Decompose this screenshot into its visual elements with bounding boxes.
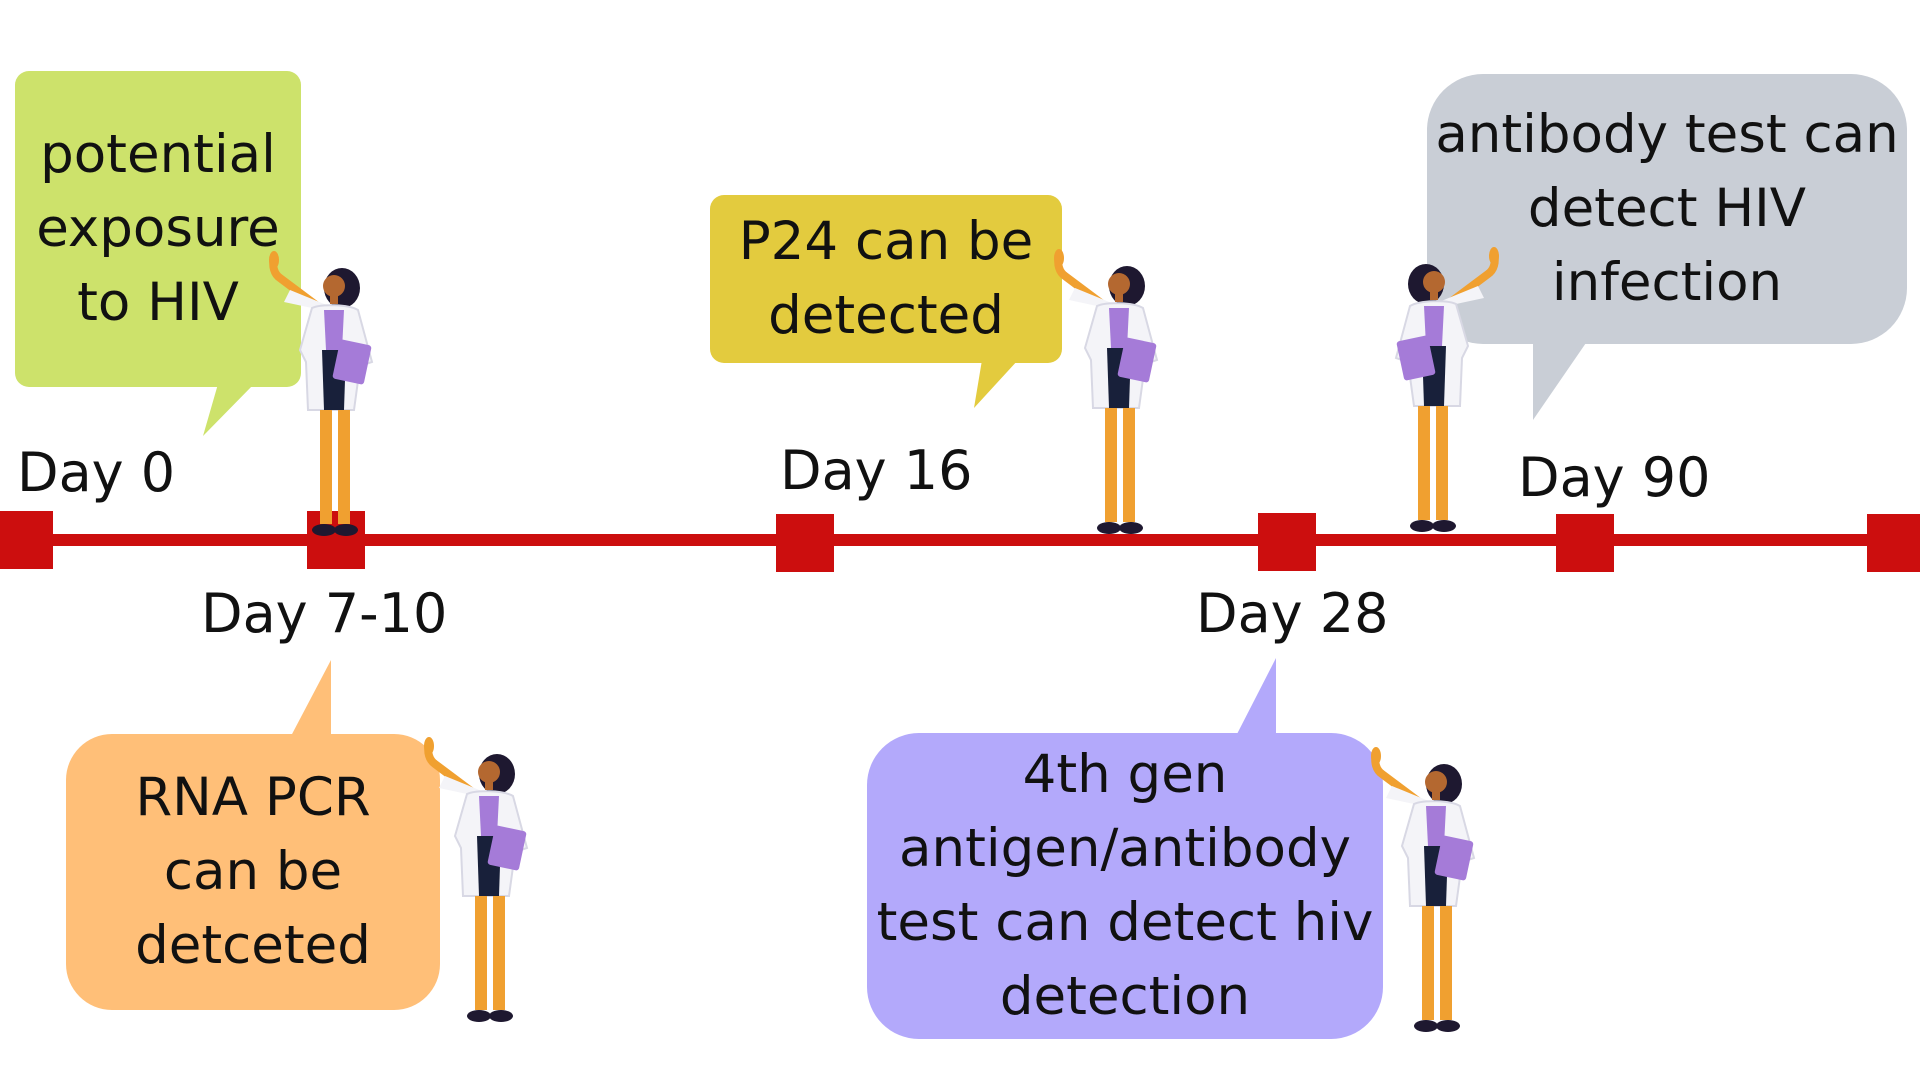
antibody-speech-bubble: antibody test can detect HIV infection [1427, 74, 1907, 344]
fourth-gen-text: 4th gen antigen/antibody test can detect… [876, 744, 1374, 1027]
day-16-label: Day 16 [780, 439, 973, 502]
timeline-marker-day-16 [776, 514, 834, 572]
timeline-marker-day-7-10 [307, 511, 365, 569]
rna-bubble-tail [291, 660, 331, 736]
day-28-label: Day 28 [1196, 582, 1389, 645]
p24-speech-bubble: P24 can be detected [710, 195, 1062, 363]
timeline-marker-day-28 [1258, 513, 1316, 571]
timeline-line [0, 534, 1920, 546]
rna-pcr-speech-bubble: RNA PCR can be detceted [66, 734, 440, 1010]
timeline-marker-day-90 [1556, 514, 1614, 572]
exposure-bubble-tail [203, 384, 254, 436]
timeline-marker-end [1867, 514, 1920, 572]
exposure-speech-bubble: potential exposure to HIV [15, 71, 301, 387]
doctor-pointing-icon [1394, 247, 1499, 532]
doctor-pointing-icon [269, 251, 374, 536]
timeline-marker-day-0 [0, 511, 53, 569]
antibody-bubble-tail [1533, 340, 1588, 420]
doctor-pointing-icon [1054, 249, 1159, 534]
doctor-pointing-icon [1371, 747, 1476, 1032]
fourth-gen-speech-bubble: 4th gen antigen/antibody test can detect… [867, 733, 1383, 1039]
fourth-gen-bubble-tail [1236, 658, 1276, 736]
day-0-label: Day 0 [17, 441, 176, 504]
day-7-10-label: Day 7-10 [201, 582, 448, 645]
p24-text: P24 can be detected [738, 211, 1034, 346]
day-90-label: Day 90 [1518, 446, 1711, 509]
rna-pcr-text: RNA PCR can be detceted [135, 767, 371, 976]
doctor-pointing-icon [424, 737, 529, 1022]
exposure-text: potential exposure to HIV [36, 124, 280, 333]
antibody-text: antibody test can detect HIV infection [1435, 104, 1899, 313]
p24-bubble-tail [974, 360, 1018, 408]
